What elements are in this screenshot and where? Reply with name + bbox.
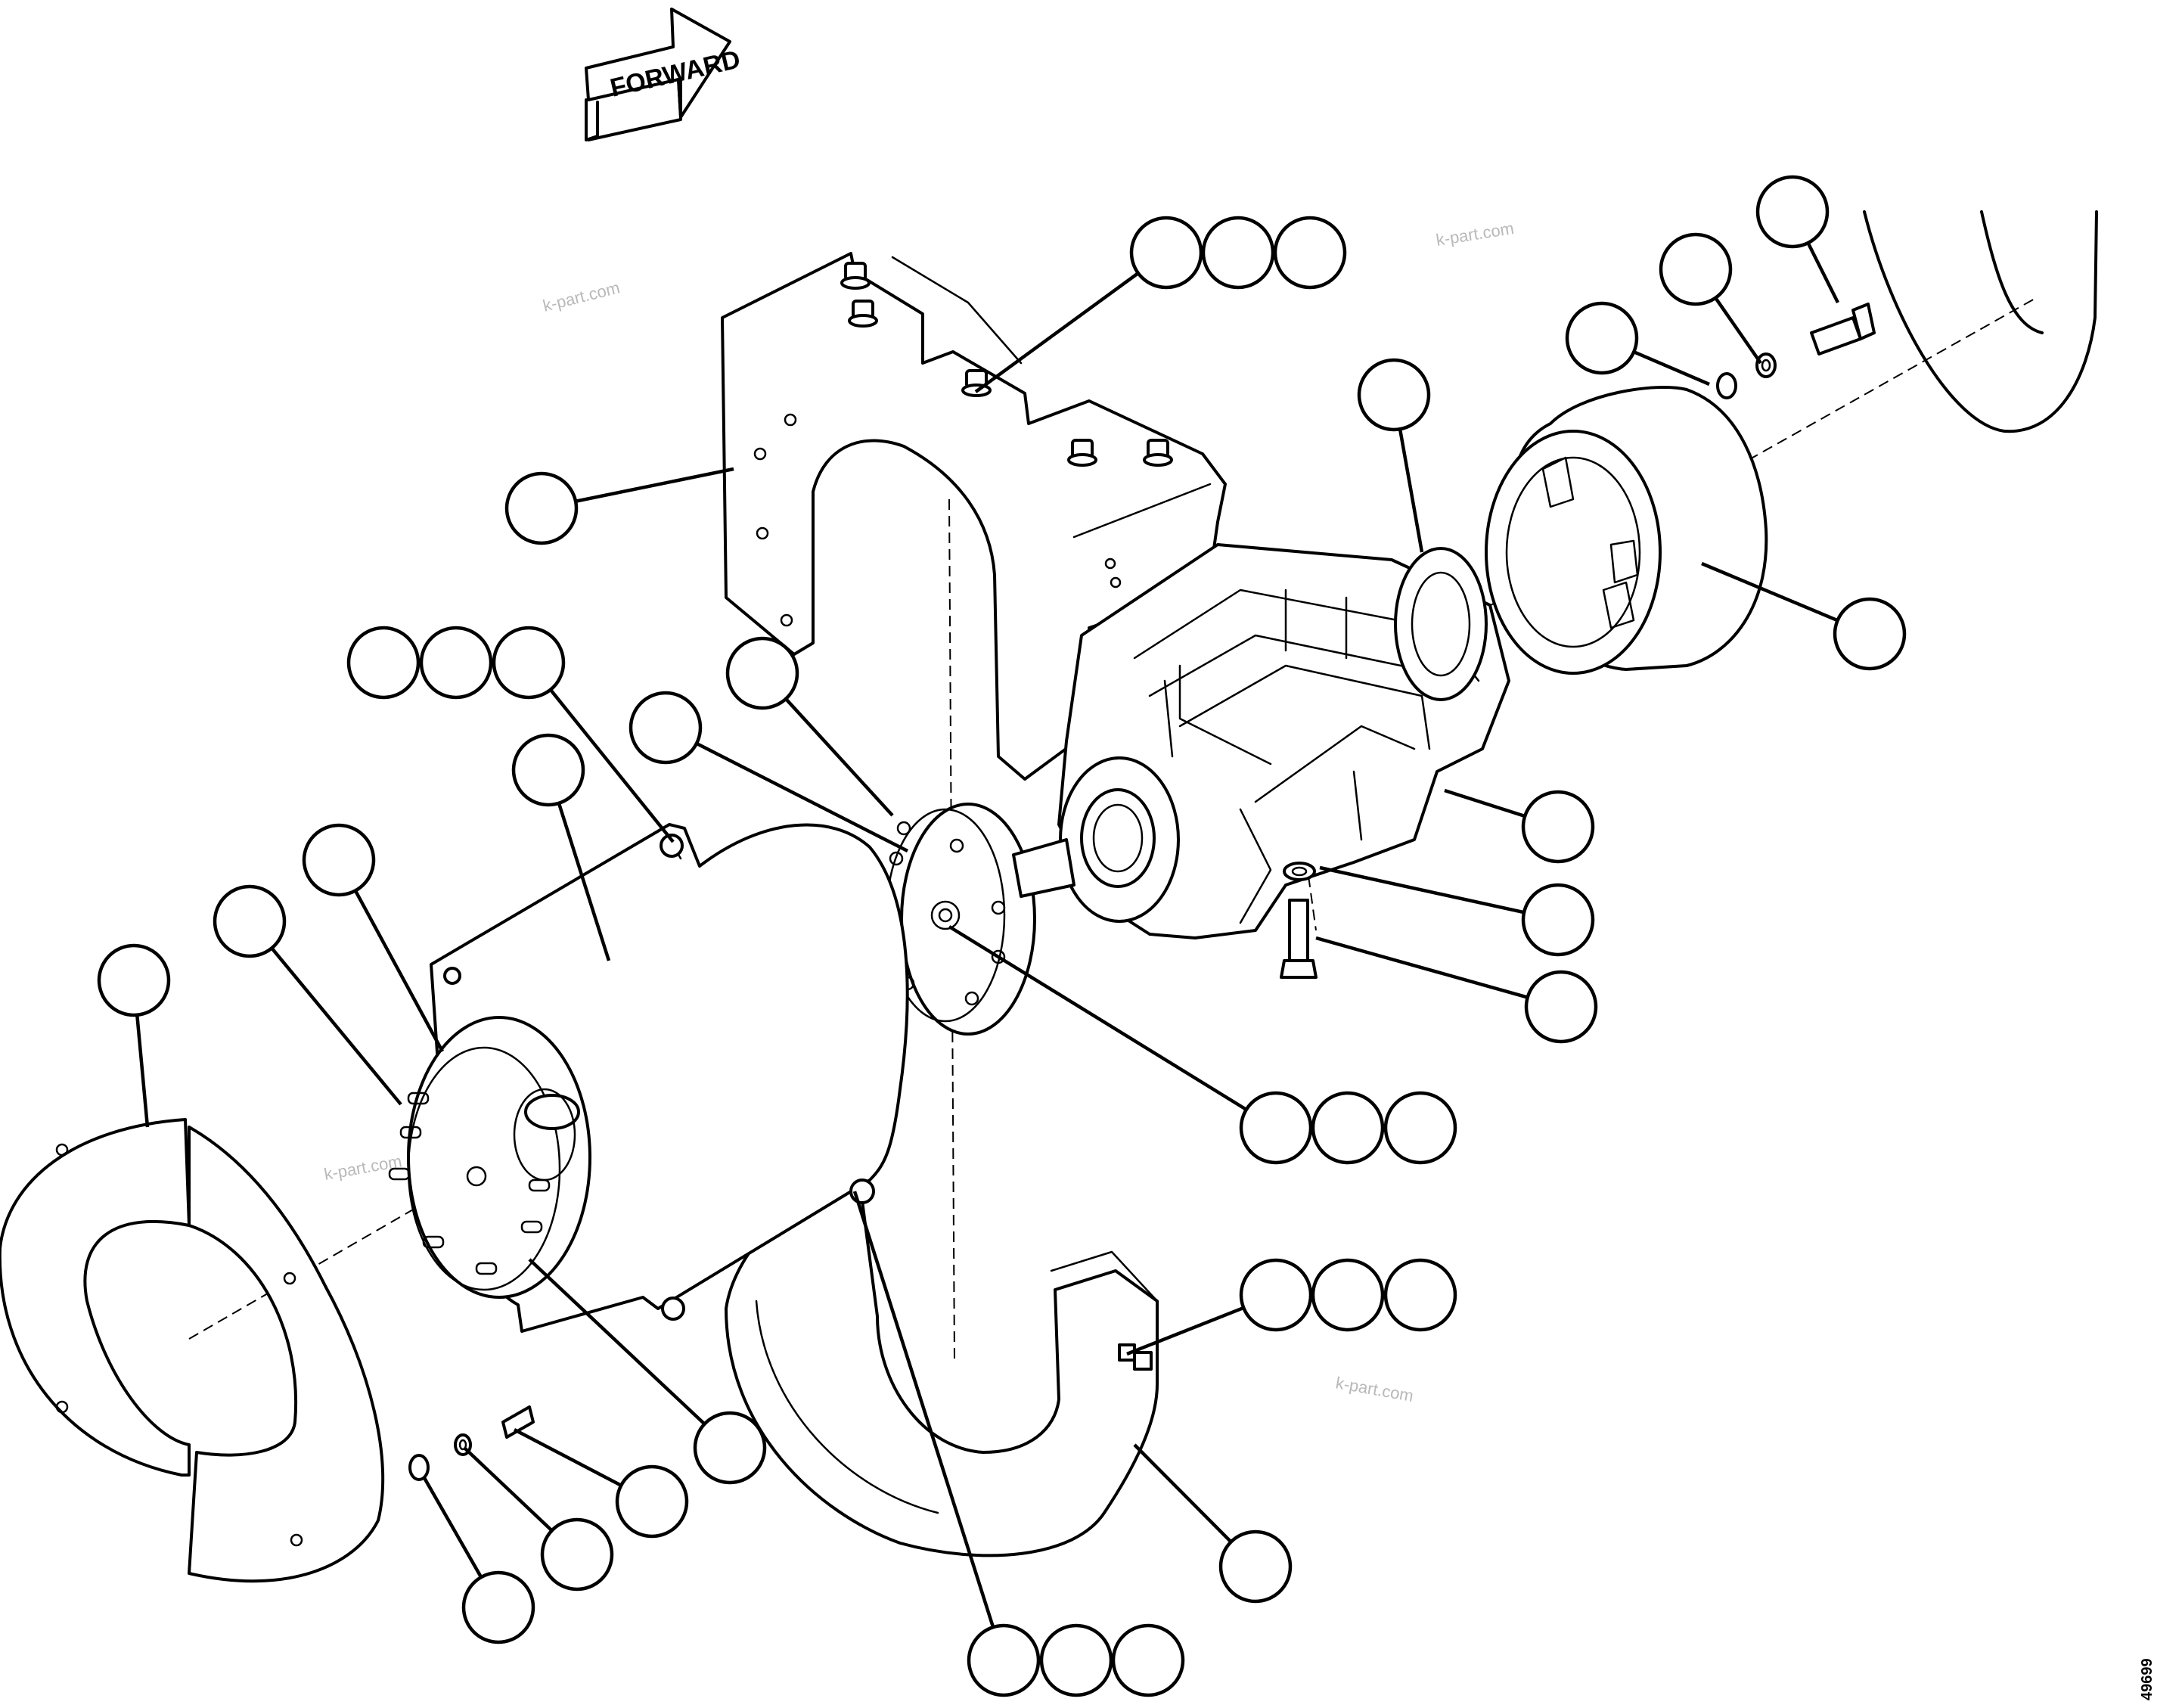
callout-balloon — [693, 1411, 767, 1485]
callout-leader-line — [1319, 865, 1525, 915]
callout-balloon — [504, 471, 579, 545]
callout-balloon — [346, 626, 421, 700]
callout-leader-line — [1633, 350, 1710, 387]
callout-leader-line — [1806, 242, 1840, 304]
bracket-bolt — [848, 300, 878, 328]
callout-balloon — [1039, 1623, 1113, 1697]
callout-balloon — [1383, 1258, 1457, 1332]
callout-leader-line — [1126, 1306, 1245, 1356]
callout-balloon — [1565, 301, 1639, 375]
cover-plate-fasteners — [408, 1405, 535, 1481]
callout-balloon — [1201, 216, 1275, 290]
callout-balloon — [511, 733, 585, 807]
watermark-text: k-part.com — [541, 278, 622, 315]
watermark-text: k-part.com — [1334, 1373, 1415, 1405]
callout-balloon — [1311, 1258, 1385, 1332]
callout-balloon — [419, 626, 493, 700]
callout-balloon — [615, 1464, 689, 1539]
callout-balloon — [1129, 216, 1203, 290]
callout-leader-line — [528, 1258, 706, 1426]
callout-leader-line — [948, 925, 1248, 1111]
callout-leader-line — [353, 890, 444, 1053]
callout-balloon — [1524, 970, 1598, 1044]
callout-leader-line — [1701, 561, 1839, 623]
bell-housing — [388, 823, 909, 1333]
u-shaped-cover — [725, 1171, 1159, 1557]
callout-balloon — [461, 1570, 535, 1644]
callout-balloon — [302, 823, 376, 897]
watermark-text: k-part.com — [1435, 219, 1516, 250]
callout-balloon — [1755, 175, 1830, 249]
flywheel-housing-edge — [1863, 210, 2098, 433]
callout-balloon — [1239, 1091, 1313, 1165]
gearbox-bolt-and-washer — [1280, 862, 1318, 979]
callout-leader-line — [1315, 936, 1529, 999]
callout-leader-line — [1714, 297, 1762, 365]
callout-balloon — [1659, 232, 1733, 306]
coupler-drum — [1485, 386, 1768, 675]
callout-leader-line — [135, 1014, 150, 1128]
callout-balloon — [1833, 597, 1907, 671]
gearbox-housing — [1057, 543, 1510, 939]
callout-balloon — [1111, 1623, 1185, 1697]
callout-layer — [97, 175, 1907, 1697]
figure-code: 49699 — [2139, 1658, 2156, 1700]
callout-balloon — [540, 1517, 614, 1592]
callout-leader-line — [557, 803, 611, 961]
drive-flange — [881, 803, 1075, 1036]
callout-balloon — [1239, 1258, 1313, 1332]
coupler-fasteners — [1716, 303, 1876, 399]
callout-balloon — [1273, 216, 1347, 290]
callout-leader-line — [575, 467, 734, 503]
split-cover-plate — [0, 1118, 385, 1583]
callout-balloon — [1311, 1091, 1385, 1165]
callout-leader-line — [695, 741, 909, 853]
callout-leader-line — [513, 1428, 622, 1487]
callout-leader-line — [1133, 1443, 1233, 1543]
callout-balloon — [1218, 1529, 1293, 1604]
callout-leader-line — [974, 272, 1140, 393]
callout-balloon — [1521, 883, 1595, 957]
bracket-bolt — [840, 262, 871, 290]
callout-leader-line — [549, 688, 675, 843]
bracket-bolt — [1067, 439, 1097, 467]
forward-arrow: FORWARD — [585, 8, 743, 141]
callout-balloon — [492, 626, 566, 700]
callout-leader-line — [422, 1475, 483, 1579]
bracket-bolt — [1143, 439, 1173, 467]
callout-balloon — [1383, 1091, 1457, 1165]
callout-balloon — [213, 884, 287, 958]
callout-leader-line — [1444, 788, 1526, 818]
callout-leader-line — [270, 947, 402, 1106]
callout-leader-line — [464, 1447, 554, 1533]
callout-balloon — [1357, 358, 1431, 432]
callout-leader-line — [852, 1191, 995, 1628]
callout-balloon — [629, 691, 703, 765]
callout-balloon — [97, 943, 171, 1017]
callout-leader-line — [784, 697, 894, 817]
callout-leader-line — [1398, 428, 1424, 553]
callout-balloon — [1521, 790, 1595, 864]
callout-balloon — [725, 636, 799, 710]
callout-balloon — [967, 1623, 1041, 1697]
